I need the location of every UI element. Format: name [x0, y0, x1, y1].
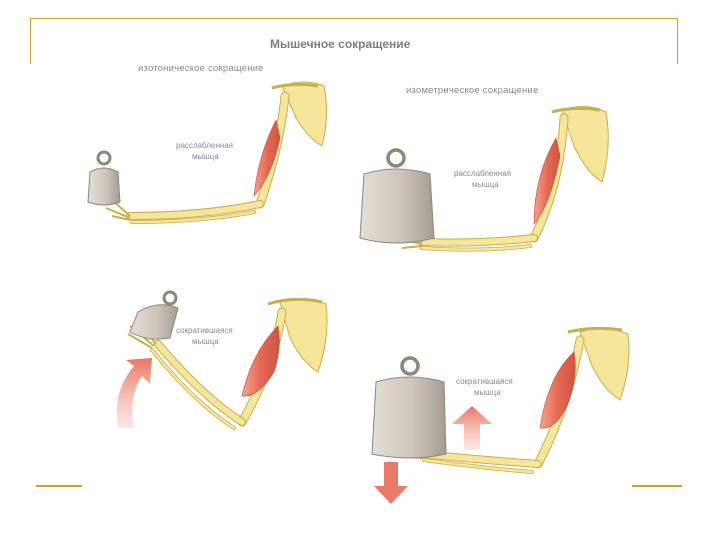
frame-left-line [30, 18, 31, 64]
weight-icon [87, 150, 121, 206]
panel-3-label-line2: мышца [192, 337, 219, 346]
scapula [579, 328, 630, 401]
panel-1-label-line1: расслабленная [176, 141, 233, 150]
clavicle [567, 326, 623, 334]
weight-icon [359, 148, 435, 244]
curved-arrow-icon [116, 358, 152, 428]
panel-isotonic-contracted: сократившаяся мышца [116, 290, 328, 430]
panel-2-label-line1: расслабленная [454, 169, 511, 178]
biceps-muscle [533, 137, 561, 225]
scapula [279, 298, 328, 373]
clavicle [271, 82, 319, 90]
panel-2-label-line2: мышца [472, 180, 499, 189]
isotonic-heading: изотоническое сокращение [138, 63, 264, 74]
panel-isometric-relaxed: расслабленная мышца [359, 106, 609, 252]
muscle-contraction-illustration: Мышечное сокращение изотоническое сокращ… [87, 37, 630, 504]
scapula [281, 81, 328, 147]
bottom-right-rule [632, 485, 682, 487]
biceps-muscle [241, 325, 280, 397]
weight-icon [129, 290, 179, 340]
scapula [561, 106, 609, 183]
down-arrow-icon [374, 462, 408, 504]
biceps-muscle [539, 351, 576, 429]
bottom-left-rule [36, 485, 82, 487]
panel-isotonic-relaxed: расслабленная мышца [87, 81, 328, 224]
isometric-heading: изометрическое сокращение [406, 85, 538, 96]
panel-4-label-line1: сократившаяся [456, 377, 513, 386]
frame-right-line [677, 18, 678, 64]
biceps-muscle [253, 119, 281, 197]
diagram-title: Мышечное сокращение [270, 37, 411, 51]
weight-icon [371, 356, 447, 459]
panel-3-label-line1: сократившаяся [176, 326, 233, 335]
panel-isometric-contracted: сократившаяся мышца [371, 326, 630, 504]
up-arrow-icon [452, 406, 492, 450]
panel-4-label-line2: мышца [474, 388, 501, 397]
frame-top-line [30, 18, 678, 19]
clavicle [267, 297, 323, 306]
clavicle [551, 106, 601, 114]
panel-1-label-line2: мышца [192, 152, 219, 161]
